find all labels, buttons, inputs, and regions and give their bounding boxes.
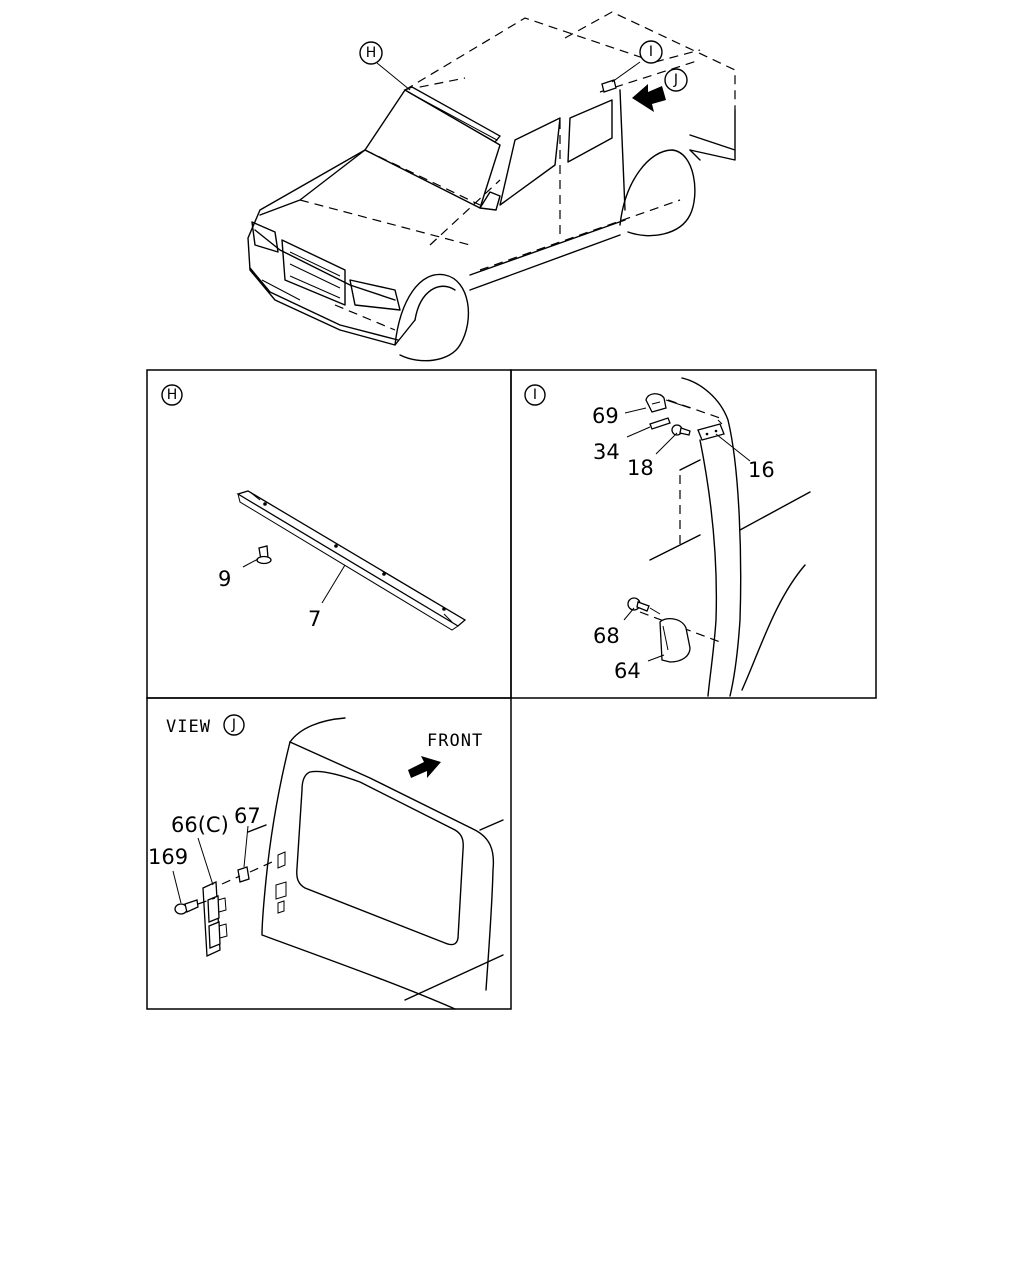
- clip-69-icon: [645, 393, 667, 413]
- pin-34-icon: [649, 417, 671, 430]
- view-label: VIEW: [166, 717, 211, 737]
- callout-h-letter: H: [366, 45, 377, 61]
- bolt-169-icon: [174, 899, 199, 915]
- truck-overview: [247, 11, 736, 362]
- part-label-18: 18: [627, 456, 654, 480]
- panel-i-tag: I: [524, 384, 546, 406]
- part-label-64: 64: [614, 659, 641, 683]
- panel-j-tag-letter: J: [231, 717, 236, 733]
- panel-i: I: [524, 377, 811, 697]
- panel-j: VIEW J FRONT: [148, 714, 504, 1010]
- pillar-outline: [639, 377, 811, 697]
- panel-i-frame: [510, 369, 877, 699]
- panel-j-tag: J: [223, 714, 245, 736]
- front-arrow-icon: [408, 756, 441, 778]
- part-label-68: 68: [593, 624, 620, 648]
- roof-rail-part: [236, 490, 467, 631]
- screw-68-icon: [627, 597, 650, 612]
- striker-plate-66-icon: [202, 881, 228, 957]
- panel-j-frame: [146, 697, 512, 1010]
- screw-9-icon: [256, 545, 272, 565]
- panel-h-frame: [146, 369, 512, 699]
- callout-i-letter: I: [649, 44, 653, 60]
- cover-64-icon: [659, 617, 691, 663]
- cab-rear-outline: [247, 717, 504, 1010]
- front-label: FRONT: [427, 731, 483, 751]
- part-label-67: 67: [234, 804, 261, 828]
- screw-18-icon: [671, 424, 691, 436]
- part-label-69: 69: [592, 404, 619, 428]
- panel-i-tag-letter: I: [533, 387, 537, 403]
- bracket-16-icon: [697, 419, 725, 441]
- nut-67-icon: [237, 866, 250, 883]
- callout-j: J: [664, 68, 688, 92]
- part-label-9: 9: [218, 567, 231, 591]
- part-label-169: 169: [148, 845, 188, 869]
- part-label-16: 16: [748, 458, 775, 482]
- panel-h-tag: H: [161, 384, 183, 406]
- callout-h: H: [359, 41, 383, 65]
- part-label-7: 7: [308, 607, 321, 631]
- panel-h-tag-letter: H: [167, 387, 178, 403]
- panel-h: H 9 7: [161, 384, 467, 631]
- callout-i: I: [639, 40, 663, 64]
- callout-j-letter: J: [673, 72, 678, 88]
- part-label-34: 34: [593, 440, 620, 464]
- part-label-66c: 66(C): [171, 813, 229, 837]
